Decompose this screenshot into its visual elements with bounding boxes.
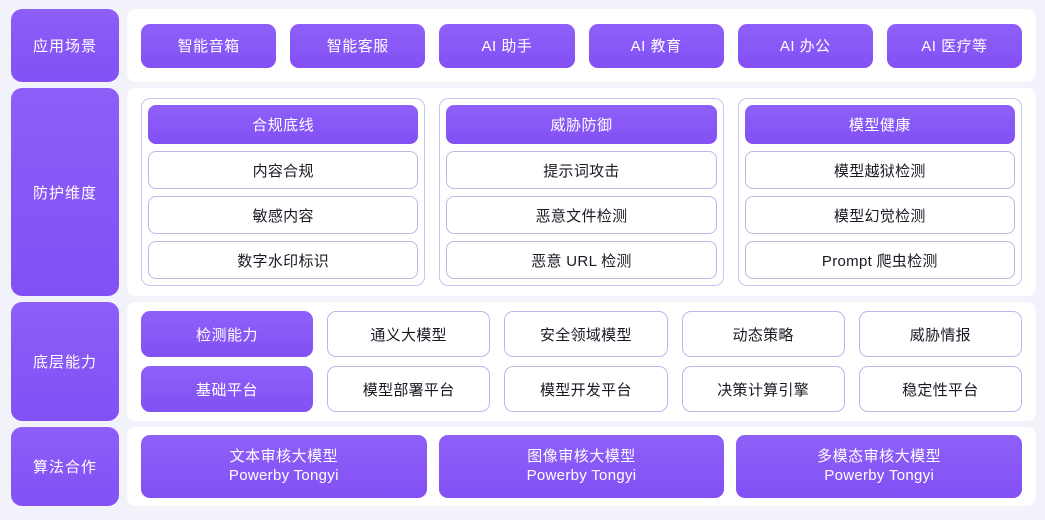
protect-group-header-compliance: 合规底线 [148, 105, 419, 144]
protect-item-content-compliance[interactable]: 内容合规 [148, 151, 419, 189]
base-item-model-deploy-platform[interactable]: 模型部署平台 [327, 366, 491, 412]
protect-group-header-model-health: 模型健康 [744, 105, 1015, 144]
protect-group-model-health: 模型健康 模型越狱检测 模型幻觉检测 Prompt 爬虫检测 [737, 98, 1022, 286]
scene-chip-ai-education[interactable]: AI 教育 [588, 23, 724, 68]
protect-item-prompt-crawler[interactable]: Prompt 爬虫检测 [744, 241, 1015, 279]
protection-panel: 合规底线 内容合规 敏感内容 数字水印标识 威胁防御 提示词攻击 恶意文件检测 … [127, 88, 1036, 296]
algo-chip-subtitle: Powerby Tongyi [526, 466, 637, 484]
algorithm-cooperation-panel: 文本审核大模型 Powerby Tongyi 图像审核大模型 Powerby T… [127, 427, 1036, 506]
algo-chip-title: 文本审核大模型 [229, 447, 339, 465]
protect-group-threat-defense: 威胁防御 提示词攻击 恶意文件检测 恶意 URL 检测 [439, 98, 724, 286]
base-item-decision-compute-engine[interactable]: 决策计算引擎 [681, 366, 845, 412]
row-base-capability: 底层能力 检测能力 通义大模型 安全领域模型 动态策略 威胁情报 基础平台 模型… [11, 302, 1036, 421]
base-item-threat-intelligence[interactable]: 威胁情报 [858, 311, 1022, 357]
protect-item-digital-watermark[interactable]: 数字水印标识 [148, 241, 419, 279]
algo-chip-multimodal-review-model[interactable]: 多模态审核大模型 Powerby Tongyi [736, 435, 1023, 498]
row-label-algorithm-cooperation: 算法合作 [11, 427, 119, 506]
base-line-platform: 基础平台 模型部署平台 模型开发平台 决策计算引擎 稳定性平台 [141, 366, 1022, 412]
base-item-security-model[interactable]: 安全领域模型 [504, 311, 668, 357]
protect-item-prompt-attack[interactable]: 提示词攻击 [446, 151, 717, 189]
base-line-detection: 检测能力 通义大模型 安全领域模型 动态策略 威胁情报 [141, 311, 1022, 357]
row-label-application-scenarios: 应用场景 [11, 9, 119, 82]
protect-item-model-hallucination[interactable]: 模型幻觉检测 [744, 196, 1015, 234]
algo-chip-image-review-model[interactable]: 图像审核大模型 Powerby Tongyi [438, 435, 725, 498]
base-key-base-platform: 基础平台 [141, 366, 313, 412]
row-label-protection-dimensions: 防护维度 [11, 88, 119, 296]
base-item-tongyi-model[interactable]: 通义大模型 [327, 311, 491, 357]
scene-chip-ai-medical[interactable]: AI 医疗等 [886, 23, 1023, 68]
protect-item-model-jailbreak[interactable]: 模型越狱检测 [744, 151, 1015, 189]
base-item-model-dev-platform[interactable]: 模型开发平台 [504, 366, 668, 412]
protect-item-malicious-file[interactable]: 恶意文件检测 [446, 196, 717, 234]
scene-chip-ai-assistant[interactable]: AI 助手 [439, 23, 575, 68]
algo-chip-subtitle: Powerby Tongyi [824, 466, 935, 484]
algo-chip-title: 多模态审核大模型 [817, 447, 942, 465]
scene-panel: 智能音箱 智能客服 AI 助手 AI 教育 AI 办公 AI 医疗等 [127, 9, 1036, 82]
row-protection-dimensions: 防护维度 合规底线 内容合规 敏感内容 数字水印标识 威胁防御 提示词攻击 恶意… [11, 88, 1036, 296]
row-algorithm-cooperation: 算法合作 文本审核大模型 Powerby Tongyi 图像审核大模型 Powe… [11, 427, 1036, 506]
algo-chip-title: 图像审核大模型 [527, 447, 636, 465]
protect-item-sensitive-content[interactable]: 敏感内容 [148, 196, 419, 234]
scene-chip-smart-speaker[interactable]: 智能音箱 [141, 23, 277, 68]
protect-item-malicious-url[interactable]: 恶意 URL 检测 [446, 241, 717, 279]
base-capability-panel: 检测能力 通义大模型 安全领域模型 动态策略 威胁情报 基础平台 模型部署平台 … [127, 302, 1036, 421]
base-item-stability-platform[interactable]: 稳定性平台 [858, 366, 1022, 412]
protect-group-header-threat-defense: 威胁防御 [446, 105, 717, 144]
row-label-base-capability: 底层能力 [11, 302, 119, 421]
base-key-detection-capability: 检测能力 [141, 311, 313, 357]
scene-chip-ai-office[interactable]: AI 办公 [737, 23, 873, 68]
algo-chip-text-review-model[interactable]: 文本审核大模型 Powerby Tongyi [141, 435, 427, 498]
scene-chip-smart-service[interactable]: 智能客服 [290, 23, 426, 68]
row-application-scenarios: 应用场景 智能音箱 智能客服 AI 助手 AI 教育 AI 办公 AI 医疗等 [11, 9, 1036, 82]
protect-group-compliance: 合规底线 内容合规 敏感内容 数字水印标识 [141, 98, 426, 286]
base-item-dynamic-policy[interactable]: 动态策略 [681, 311, 845, 357]
algo-chip-subtitle: Powerby Tongyi [228, 466, 339, 484]
